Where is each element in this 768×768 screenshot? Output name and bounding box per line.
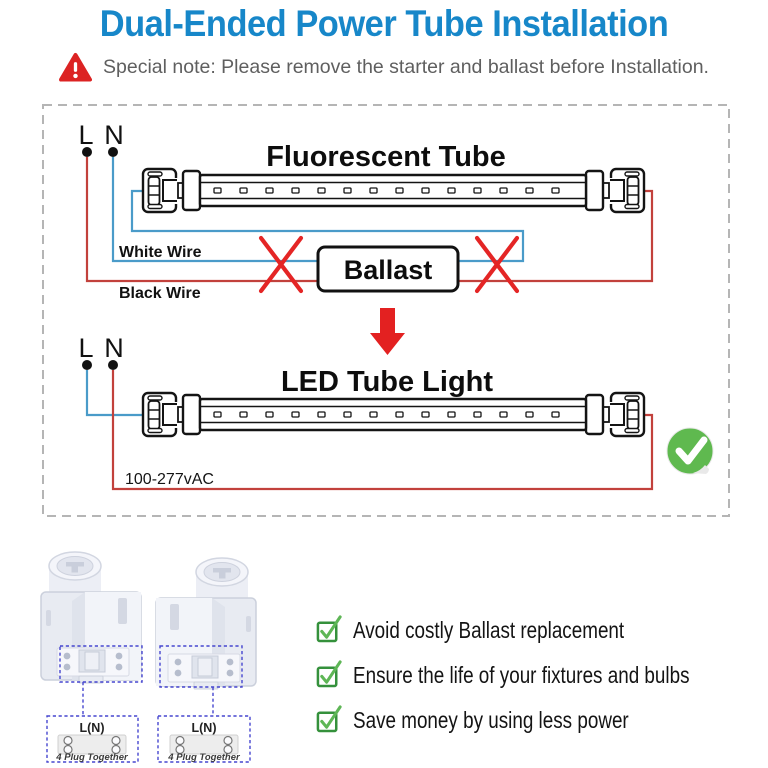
cross-out-x-icon [474, 235, 520, 294]
led-tube-graphic [143, 393, 644, 436]
page-title: Dual-Ended Power Tube Installation [99, 3, 669, 44]
warning-triangle-icon [59, 52, 92, 82]
ballast-label: Ballast [344, 255, 433, 285]
benefit-item: Save money by using less power [316, 705, 763, 733]
lamp-holder-photo-right [155, 557, 257, 690]
terminal-l-dot [82, 147, 92, 157]
white-wire-path [111, 157, 525, 263]
led-diagram: L N LED Tube Light 100-277vAC [78, 333, 714, 491]
green-checkbox-icon [316, 660, 342, 688]
pin-label: L(N) [192, 721, 217, 735]
ballast-box [316, 245, 460, 293]
fluorescent-diagram: L N Fluorescent Tube White Wire Black Wi… [78, 120, 654, 302]
benefit-label: Ensure the life of your fixtures and bul… [353, 661, 690, 688]
special-note: Special note: Please remove the starter … [0, 50, 768, 84]
voltage-label: 100-277vAC [125, 471, 214, 488]
lamp-holder-section: L(N) 4 Plug Together L(N) 4 Plug Togethe… [40, 551, 257, 763]
terminal-l-label: L [78, 120, 93, 150]
special-note-text: Special note: Please remove the starter … [103, 55, 709, 78]
down-arrow-icon [370, 308, 405, 355]
dashed-border [42, 104, 730, 517]
lamp-holder-photo-left [40, 551, 142, 684]
terminal-n-label: N [104, 120, 124, 150]
wiring-diagram: L N Fluorescent Tube White Wire Black Wi… [42, 104, 730, 517]
led-title: LED Tube Light [281, 366, 493, 398]
led-blue-wire-path [85, 370, 143, 417]
led-red-wire-path [111, 370, 654, 491]
approved-check-badge-icon [666, 427, 714, 475]
pin-label: L(N) [80, 721, 105, 735]
white-wire-label: White Wire [119, 244, 202, 261]
benefit-item: Ensure the life of your fixtures and bul… [316, 660, 763, 688]
benefit-item: Avoid costly Ballast replacement [316, 615, 763, 643]
callout-leader-lines [46, 645, 251, 763]
benefits-list: Avoid costly Ballast replacement Ensure … [316, 615, 763, 733]
terminal-l-label: L [78, 333, 93, 363]
green-checkbox-icon [316, 615, 342, 643]
cross-out-x-icon [258, 235, 304, 294]
fluorescent-tube-graphic [143, 169, 644, 212]
benefit-label: Avoid costly Ballast replacement [353, 616, 625, 643]
plug-note: 4 Plug Together [167, 752, 241, 763]
benefit-label: Save money by using less power [353, 706, 629, 733]
plug-note: 4 Plug Together [55, 752, 129, 763]
black-wire-label: Black Wire [119, 285, 201, 302]
terminal-n-dot [108, 360, 118, 370]
plug-callout-right: L(N) 4 Plug Together [167, 721, 241, 763]
plug-callout-left: L(N) 4 Plug Together [55, 721, 129, 763]
green-checkbox-icon [316, 705, 342, 733]
terminal-n-label: N [104, 333, 124, 363]
terminal-n-dot [108, 147, 118, 157]
terminal-l-dot [82, 360, 92, 370]
fluorescent-title: Fluorescent Tube [266, 141, 506, 173]
black-wire-path [85, 157, 654, 283]
